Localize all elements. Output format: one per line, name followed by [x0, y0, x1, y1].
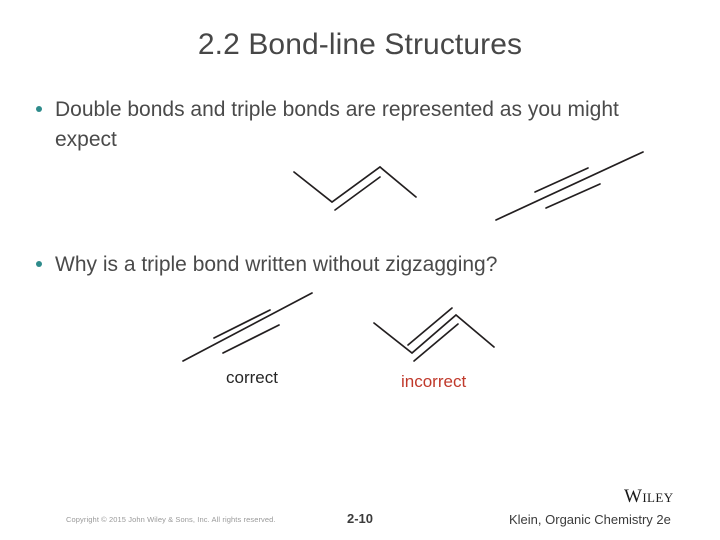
bullet-dot-icon [36, 106, 42, 112]
footer-copyright: Copyright © 2015 John Wiley & Sons, Inc.… [66, 515, 276, 524]
footer-page-number: 2-10 [346, 511, 374, 526]
bullet-item-2: Why is a triple bond written without zig… [36, 250, 666, 280]
caption-correct: correct [226, 368, 278, 387]
bullet-dot-icon [36, 261, 42, 267]
wiley-logo: Wiley [624, 486, 674, 507]
bullet-item-1: Double bonds and triple bonds are repres… [36, 95, 666, 155]
footer-author-title: Klein, Organic Chemistry 2e [509, 512, 671, 527]
bullet-text-2: Why is a triple bond written without zig… [55, 253, 498, 276]
page-title: 2.2 Bond-line Structures [197, 28, 523, 61]
structure-double-bond-zigzag [288, 150, 423, 220]
bullet-text-1: Double bonds and triple bonds are repres… [55, 98, 619, 151]
structure-triple-bond-linear [488, 140, 653, 230]
structure-triple-bond-correct [178, 283, 323, 368]
caption-incorrect: incorrect [401, 372, 467, 391]
structure-triple-bond-incorrect [368, 303, 508, 373]
